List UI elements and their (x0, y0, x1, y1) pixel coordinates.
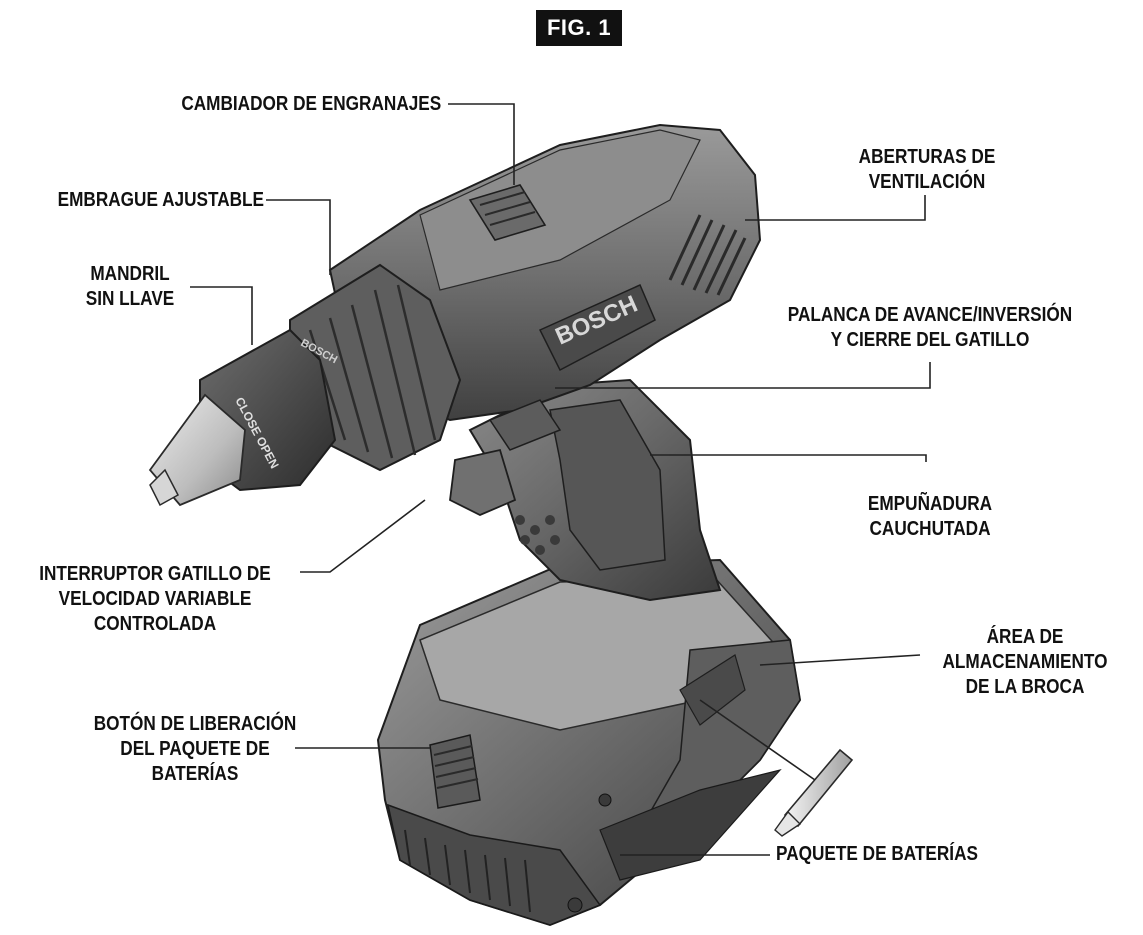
adjustable-clutch (289, 263, 462, 472)
trigger-switch (449, 448, 517, 516)
label-battery-release-button: BOTÓN DE LIBERACIÓN DEL PAQUETE DE BATER… (93, 713, 297, 785)
label-adjustable-clutch: EMBRAGUE AJUSTABLE (57, 189, 264, 211)
label-trigger-switch: INTERRUPTOR GATILLO DE VELOCIDAD VARIABL… (39, 563, 271, 635)
label-rubber-grip: EMPUÑADURA CAUCHUTADA (867, 493, 993, 540)
label-keyless-chuck: MANDRIL SIN LLAVE (85, 263, 175, 310)
forward-reverse-lever (488, 399, 562, 451)
rubber-grip (549, 399, 666, 571)
bit-storage-arrow-line (699, 699, 816, 781)
keyless-chuck: BOSCH CLOSE OPEN (148, 328, 339, 507)
ventilation-vents (668, 214, 747, 296)
label-bit-storage-area: ÁREA DE ALMACENAMIENTO DE LA BROCA (942, 626, 1108, 698)
gear-shifter (468, 184, 547, 241)
screwdriver-bit (699, 699, 854, 837)
callout-leader-lines (190, 103, 931, 856)
label-forward-reverse-lever: PALANCA DE AVANCE/INVERSIÓN Y CIERRE DEL… (787, 304, 1073, 351)
battery-release-button (429, 734, 481, 809)
label-battery-pack: PAQUETE DE BATERÍAS (776, 843, 978, 865)
figure-number-badge: FIG. 1 (536, 10, 622, 46)
drill-handle (449, 378, 722, 602)
bit-storage-slot (679, 654, 746, 726)
battery-pack (376, 558, 802, 927)
label-ventilation-vents: ABERTURAS DE VENTILACIÓN (858, 146, 996, 193)
label-gear-shifter: CAMBIADOR DE ENGRANAJES (181, 93, 441, 115)
